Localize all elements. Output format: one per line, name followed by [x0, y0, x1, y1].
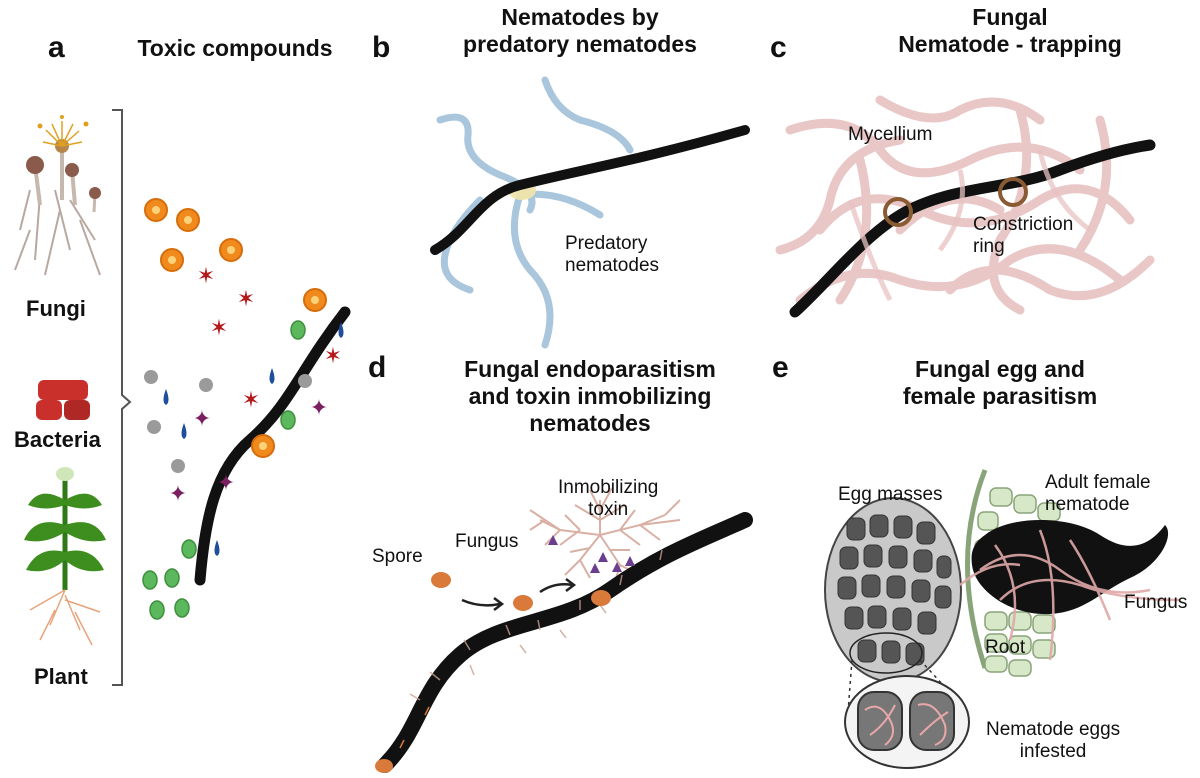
panel-c-title: Fungal Nematode - trapping [898, 4, 1122, 58]
bracket [112, 109, 132, 686]
label-fungus-e: Fungus [1124, 592, 1188, 613]
plant-icon [24, 467, 106, 646]
svg-text:✦: ✦ [193, 407, 211, 432]
adult-female-nematode [971, 520, 1169, 615]
label-nematode-eggs-infested: Nematode eggs infested [986, 719, 1121, 763]
panel-b-title: Nematodes by predatory nematodes [463, 4, 697, 58]
predator-nematode [440, 196, 484, 294]
svg-text:✦: ✦ [169, 482, 187, 507]
label-mycelium: Mycellium [848, 124, 933, 145]
predator-nematode [510, 191, 554, 349]
svg-text:✶: ✶ [237, 287, 255, 312]
panel-a-graphics: ✶ ✶ ✶ ✶ ✶ ✦ ✦ ✦ ✦ [14, 109, 351, 686]
panel-e-title: Fungal egg and female parasitism [902, 356, 1098, 410]
panel-c-letter: c [770, 31, 787, 64]
panel-d-letter: d [368, 351, 387, 384]
nematode-infected [377, 512, 753, 773]
fungus-mycelium [529, 487, 681, 583]
toxic-compounds: ✶ ✶ ✶ ✶ ✶ ✦ ✦ ✦ ✦ [142, 198, 344, 620]
label-constriction-ring: Constriction ring [973, 214, 1074, 258]
svg-text:✶: ✶ [210, 316, 228, 341]
spore-attached [513, 595, 533, 611]
nematode-prey [430, 125, 750, 255]
panel-e-letter: e [772, 351, 789, 384]
source-label-bacteria: Bacteria [14, 427, 101, 452]
label-inmobilizing-toxin: Inmobilizing toxin [558, 477, 659, 521]
source-label-fungi: Fungi [26, 296, 86, 321]
label-root: Root [985, 637, 1026, 658]
spore-infecting [591, 590, 611, 606]
bacteria-icon [36, 380, 90, 420]
svg-text:✶: ✶ [242, 388, 260, 413]
nematode-icon [194, 306, 351, 586]
panel-d-graphics [375, 487, 753, 773]
panel-b-graphics [430, 76, 750, 349]
svg-text:✶: ✶ [324, 344, 342, 369]
label-fungus-d: Fungus [455, 531, 519, 552]
svg-text:✦: ✦ [217, 471, 235, 496]
panel-c-graphics [775, 95, 1156, 318]
toxin-particles [548, 535, 635, 573]
panel-b-letter: b [372, 31, 391, 64]
spore [431, 572, 451, 588]
label-egg-masses: Egg masses [838, 484, 943, 505]
svg-text:✦: ✦ [310, 396, 328, 421]
label-adult-female-nematode: Adult female nematode [1045, 472, 1151, 516]
panel-d-title: Fungal endoparasitism and toxin inmobili… [464, 356, 716, 437]
predator-nematode [541, 76, 634, 154]
panel-e-graphics [824, 469, 1181, 769]
fungus-hyphae [959, 529, 1181, 661]
panel-a-letter: a [48, 31, 65, 64]
eggs [837, 514, 952, 666]
label-spore: Spore [372, 546, 423, 567]
panel-a-title: Toxic compounds [137, 35, 333, 61]
arrow-icon [461, 578, 577, 611]
constriction-ring [883, 177, 1028, 227]
label-predatory-nematodes: Predatory nematodes [565, 233, 660, 277]
fungi-icon [14, 115, 101, 276]
source-label-plant: Plant [34, 664, 88, 689]
svg-text:✶: ✶ [197, 264, 215, 289]
